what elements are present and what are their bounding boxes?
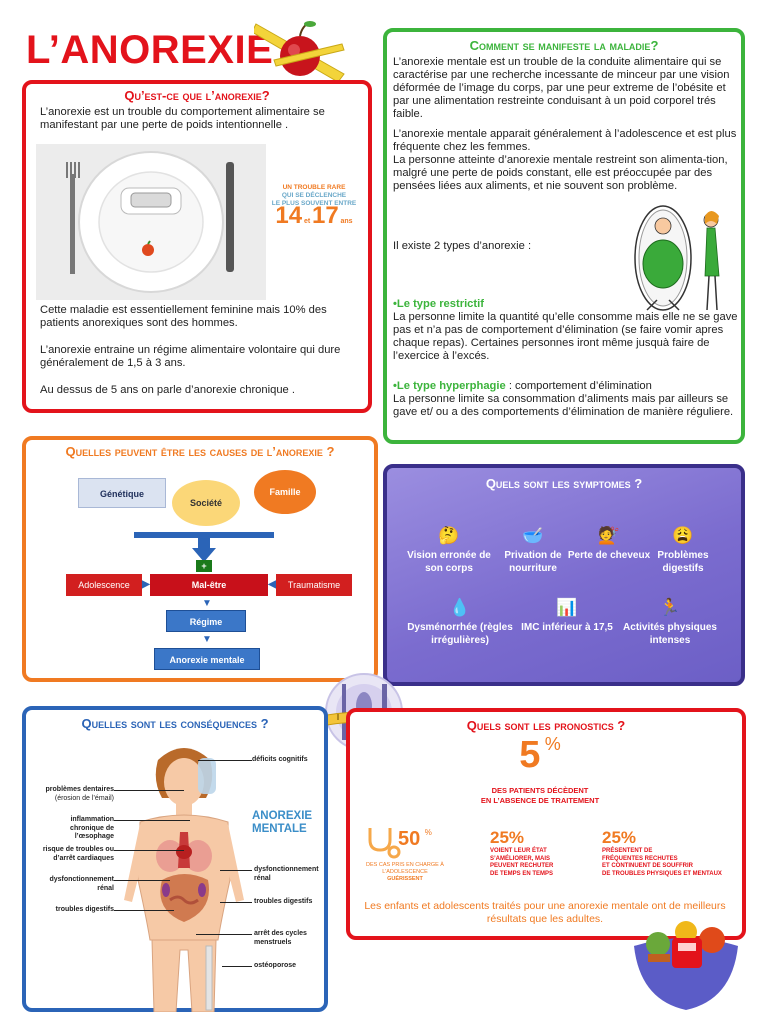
food-scale-bowl-icon (634, 921, 738, 1010)
paragraph: L’anorexie mentale est un trouble de la … (393, 56, 730, 120)
mirror-illustration (634, 205, 720, 311)
cause-adolescence: Adolescence (66, 574, 142, 596)
leader-line (220, 870, 252, 871)
leader-line (198, 760, 252, 761)
funnel-arrow (134, 532, 274, 562)
anorexie-mentale-label: ANOREXIE MENTALE (252, 810, 313, 835)
stat-twentyfive-a: 25% VOIENT LEUR ÉTAT S’AMÉLIORER, MAIS P… (490, 828, 554, 877)
symptom-item: 🏃 Activités physiques intenses (615, 598, 725, 647)
prognosis-footer: Les enfants et adolescents traités pour … (364, 900, 726, 925)
symptom-item: 🥣 Privation de nourriture (487, 526, 579, 575)
mal-etre-box: Mal-être (150, 574, 268, 596)
paragraph: L’anorexie mentale apparait généralement… (393, 128, 737, 153)
thinking-face-icon: 🤔 (438, 526, 460, 545)
bar-chart-icon: 📊 (556, 598, 578, 617)
type-restrictive: •Le type restrictif La personne limite l… (393, 298, 738, 362)
stat-rare-disorder: UN TROUBLE RARE QUI SE DÉCLENCHE LE PLUS… (271, 184, 357, 229)
running-person-icon: 🏃 (659, 598, 681, 617)
symptom-item: 💇 Perte de cheveux (563, 526, 655, 563)
apple-measuring-tape-icon (254, 21, 345, 83)
consequence-label: dysfonctionnement rénal (49, 876, 114, 892)
arrow-down-icon: ▼ (202, 634, 212, 645)
consequence-label: ostéoporose (254, 962, 297, 969)
consequence-label: troubles digestifs (55, 906, 114, 913)
symptom-item: 📊 IMC inférieur à 17,5 (521, 598, 613, 633)
leader-line (114, 790, 184, 791)
consequence-label: dysfonctionnement rénal (254, 866, 319, 882)
anorexie-mentale-box: Anorexie mentale (154, 648, 260, 670)
consequence-label: inflammation chronique de l’œsophage (70, 816, 114, 840)
cause-famille: Famille (254, 470, 316, 514)
symptom-item: 🤔 Vision erronée de son corps (403, 526, 495, 575)
stat-five-percent: 5 % (519, 734, 561, 776)
section-manifestation: Comment se manifeste la maladie? L’anore… (383, 28, 745, 444)
page-title: L’ANOREXIE (26, 28, 274, 72)
stat-fifty-caption: DES CAS PRIS EN CHARGE À L’ADOLESCENCE G… (366, 862, 444, 882)
consequence-label: risque de troubles ou d’arrêt cardiaques (42, 846, 114, 862)
section-heading: Quels sont les pronostics ? (466, 718, 626, 733)
section-consequences: Quelles sont les conséquences ? problème… (22, 706, 328, 1012)
sick-face-icon: 😩 (672, 526, 694, 545)
leader-line (222, 966, 252, 967)
plus-sign: + (196, 560, 212, 572)
paragraph: La personne atteinte d’anorexie mentale … (393, 154, 728, 192)
consequence-label: problèmes dentaires (érosion de l’émail) (45, 786, 114, 802)
consequence-label: déficits cognitifs (252, 756, 308, 763)
leader-line (220, 902, 252, 903)
section-prognosis: Quels sont les pronostics ? 5 % DES PATI… (346, 708, 746, 940)
section-causes: Quelles peuvent être les causes de l’ano… (22, 436, 378, 682)
section-heading: Quelles peuvent être les causes de l’ano… (65, 444, 335, 459)
section-heading: Comment se manifeste la maladie? (469, 38, 659, 53)
consequence-label: arrêt des cycles menstruels (254, 930, 307, 946)
type-hyperphagia: •Le type hyperphagie : comportement d’él… (393, 380, 734, 418)
paragraph: Cette maladie est essentiellement femini… (40, 304, 327, 329)
paragraph: Il existe 2 types d’anorexie : (393, 240, 532, 252)
cause-genetique: Génétique (78, 478, 166, 508)
paragraph: L’anorexie entraine un régime alimentair… (40, 344, 341, 369)
blood-drop-icon: 💧 (449, 598, 471, 617)
empty-bowl-icon: 🥣 (522, 526, 544, 545)
female-body-illustration (124, 748, 244, 1012)
stat-caption: DES PATIENTS DÉCÈDENT EN L’ABSENCE DE TR… (480, 786, 600, 805)
hair-loss-icon: 💇 (598, 526, 620, 545)
cause-traumatisme: Traumatisme (276, 574, 352, 596)
leader-line (114, 850, 184, 851)
leader-line (114, 910, 174, 911)
paragraph: L’anorexie est un trouble du comportemen… (40, 106, 325, 131)
section-heading: Qu’est-ce que l’anorexie? (124, 88, 270, 103)
arrow-down-icon: ▼ (202, 598, 212, 609)
arrow-left-icon: ◀ (268, 579, 276, 590)
consequence-label: troubles digestifs (254, 898, 313, 905)
leader-line (196, 934, 252, 935)
section-heading: Quels sont les symptomes ? (485, 476, 643, 491)
stat-twentyfive-b: 25% PRÉSENTENT DE FRÉQUENTES RECHUTES ET… (602, 828, 722, 877)
regime-box: Régime (166, 610, 246, 632)
section-symptoms: Quels sont les symptomes ? 🤔 Vision erro… (383, 464, 745, 686)
arrow-right-icon: ▶ (142, 579, 150, 590)
section-what-is: Qu’est-ce que l’anorexie? L’anorexie est… (22, 80, 372, 413)
stethoscope-icon (368, 828, 401, 859)
symptom-item: 💧 Dysménorrhée (règles irrégulières) (405, 598, 515, 647)
plate-scale-image (36, 144, 266, 300)
section-heading: Quelles sont les conséquences ? (81, 716, 269, 731)
leader-line (114, 880, 170, 881)
symptom-item: 😩 Problèmes digestifs (637, 526, 729, 575)
stat-fifty: 50 % (398, 828, 432, 850)
cause-societe: Société (172, 480, 240, 526)
paragraph: Au dessus de 5 ans on parle d’anorexie c… (40, 384, 295, 396)
leader-line (114, 820, 190, 821)
